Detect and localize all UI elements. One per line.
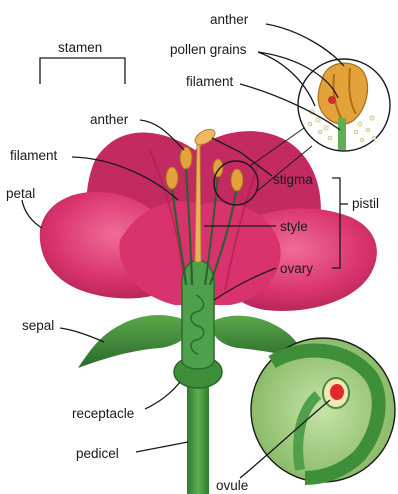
anther-4 — [213, 159, 223, 177]
anther-3 — [231, 169, 243, 191]
sepal-left — [78, 315, 188, 368]
label-ovule: ovule — [216, 478, 248, 493]
leader-pedicel — [136, 442, 188, 452]
label-anther-top: anther — [210, 12, 249, 27]
anther-2 — [180, 147, 192, 169]
label-filament-top: filament — [186, 74, 234, 89]
pollen-release — [328, 96, 336, 104]
ovary-shape — [182, 260, 215, 369]
ovary-group — [182, 260, 215, 369]
stamen-bracket — [40, 58, 125, 84]
leader-petal — [22, 200, 42, 228]
label-stamen: stamen — [58, 40, 102, 55]
label-sepal: sepal — [22, 318, 54, 333]
ovule-core — [330, 384, 344, 400]
leader-sepal — [60, 328, 104, 342]
label-pedicel: pedicel — [76, 446, 119, 461]
label-ovary: ovary — [280, 261, 313, 276]
label-pistil: pistil — [352, 196, 379, 211]
label-stigma: stigma — [273, 172, 313, 187]
label-pollen-grains: pollen grains — [170, 42, 247, 57]
leader-receptacle — [145, 382, 180, 409]
pedicel-stem — [187, 380, 209, 494]
label-anther: anther — [90, 112, 129, 127]
label-style: style — [280, 219, 308, 234]
filament-inset — [338, 118, 346, 150]
label-receptacle: receptacle — [72, 406, 134, 421]
anther-1 — [166, 167, 178, 189]
label-petal: petal — [6, 186, 35, 201]
anther-inset — [298, 59, 390, 151]
leader-anther-top — [266, 24, 344, 66]
ovule-inset — [251, 338, 395, 482]
label-filament: filament — [10, 148, 58, 163]
